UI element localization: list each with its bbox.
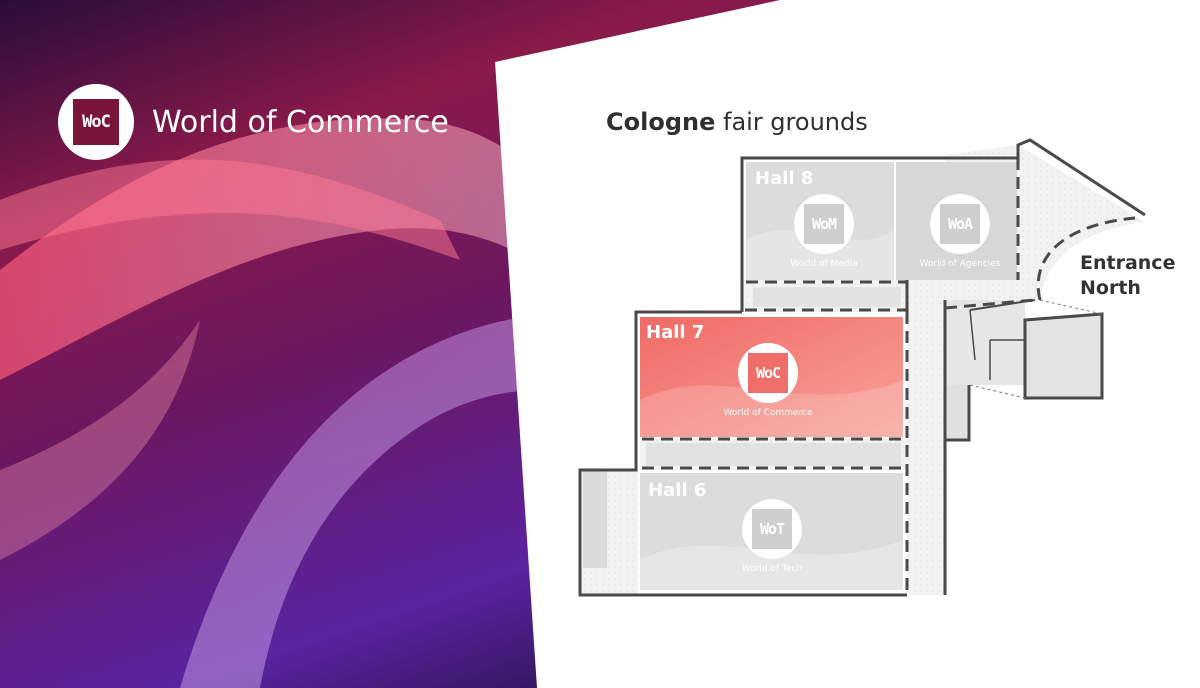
- zone-logo-text: WoC: [748, 353, 788, 393]
- zone-logo-text: WoT: [752, 509, 792, 549]
- map-title: Cologne fair grounds: [606, 108, 868, 136]
- zone-logo: WoM: [794, 194, 854, 254]
- zone-logo: WoC: [738, 343, 798, 403]
- hall-8-label: Hall 8: [755, 168, 814, 189]
- entrance-line-1: Entrance: [1080, 252, 1176, 274]
- zone-world-of-tech[interactable]: WoT World of Tech: [702, 499, 842, 574]
- zone-caption: World of Agencies: [919, 259, 1001, 269]
- brand: WoC World of Commerce: [58, 84, 449, 160]
- zone-caption: World of Commerce: [723, 408, 813, 418]
- zone-world-of-agencies[interactable]: WoA World of Agencies: [890, 194, 1030, 269]
- entrance-north-label: Entrance North: [1080, 251, 1175, 301]
- hall-6-label: Hall 6: [648, 480, 707, 501]
- zone-world-of-commerce[interactable]: WoC World of Commerce: [698, 343, 838, 418]
- brand-logo-text: WoC: [73, 99, 119, 145]
- zone-logo: WoA: [930, 194, 990, 254]
- entrance-line-2: North: [1080, 277, 1141, 299]
- zone-logo: WoT: [742, 499, 802, 559]
- zone-world-of-media[interactable]: WoM World of Media: [754, 194, 894, 269]
- zone-caption: World of Tech: [741, 564, 803, 574]
- map-title-bold: Cologne: [606, 108, 716, 136]
- map-title-rest: fair grounds: [715, 108, 868, 136]
- zone-logo-text: WoM: [804, 204, 844, 244]
- hall-7-label: Hall 7: [646, 322, 705, 343]
- brand-logo: WoC: [58, 84, 134, 160]
- zone-logo-text: WoA: [940, 204, 980, 244]
- zone-caption: World of Media: [790, 259, 858, 269]
- brand-name: World of Commerce: [152, 104, 449, 140]
